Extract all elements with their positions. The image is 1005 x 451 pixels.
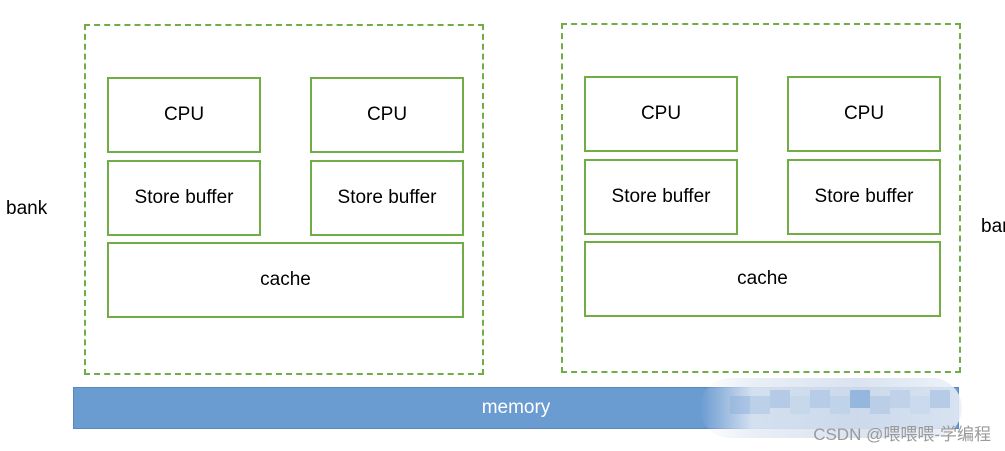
bank-group-right: [561, 23, 961, 373]
store-buffer-box: Store buffer: [787, 159, 941, 235]
cpu-box: CPU: [584, 76, 738, 152]
cpu-box: CPU: [107, 77, 261, 153]
blur-overlay: [700, 378, 962, 438]
cache-box: cache: [107, 242, 464, 318]
store-buffer-box: Store buffer: [310, 160, 464, 236]
bank-label-right: bar: [981, 216, 1005, 237]
cpu-box: CPU: [310, 77, 464, 153]
store-buffer-box: Store buffer: [107, 160, 261, 236]
store-buffer-box: Store buffer: [584, 159, 738, 235]
csdn-watermark: CSDN @喂喂喂-学编程: [813, 425, 991, 444]
bank-label-left: bank: [6, 198, 48, 219]
cpu-box: CPU: [787, 76, 941, 152]
cache-box: cache: [584, 241, 941, 317]
bank-group-left: [84, 24, 484, 375]
